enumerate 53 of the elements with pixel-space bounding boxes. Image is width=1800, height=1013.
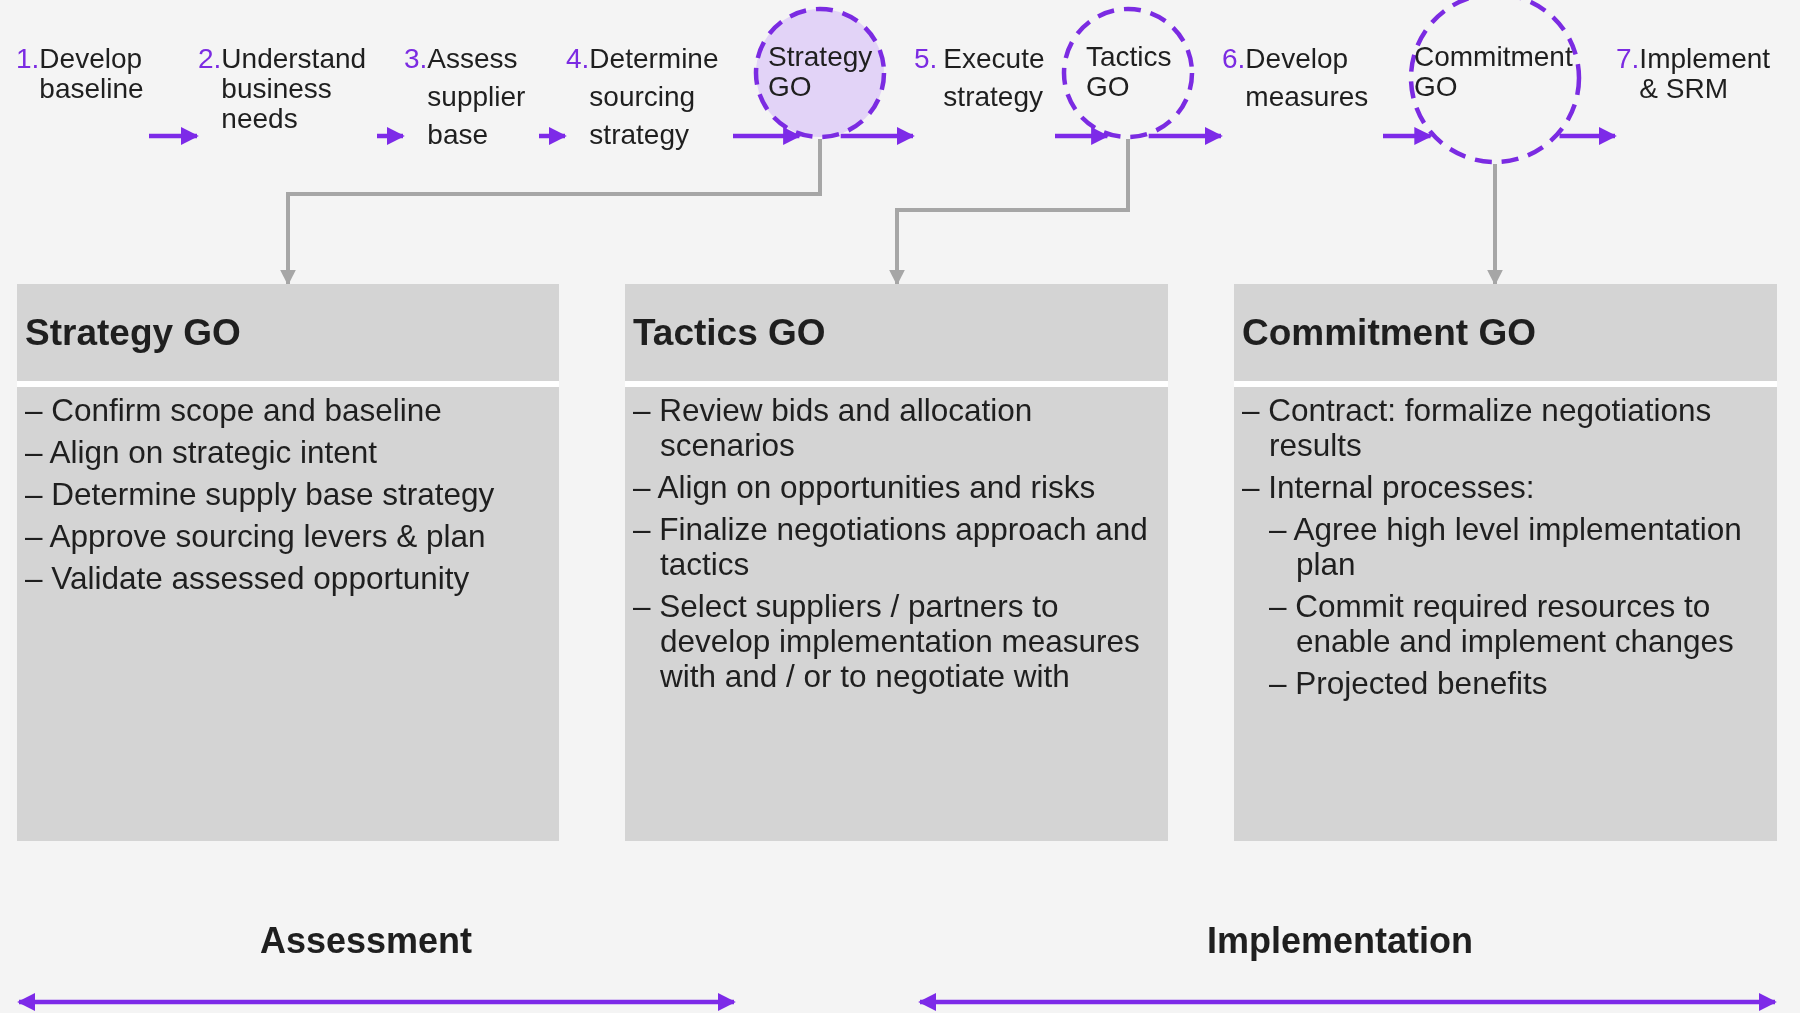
arrow <box>733 127 802 145</box>
step-label: Understand business needs <box>221 44 368 136</box>
gate-circle <box>1062 7 1194 139</box>
step-label: Assess supplier base <box>427 42 527 152</box>
phase-label: Assessment <box>259 920 473 962</box>
arrow <box>1148 127 1223 145</box>
step-number: 1. <box>16 44 40 74</box>
arrow <box>1383 127 1433 145</box>
step-number: 6. <box>1222 44 1246 74</box>
step-number: 5. <box>914 44 938 74</box>
step-label: Implement & SRM <box>1639 44 1772 104</box>
gate-label: Tactics GO <box>1086 42 1173 102</box>
arrow <box>1559 127 1617 145</box>
bullet-item: – Review bids and allocation scenarios <box>633 393 1034 463</box>
bullet-item: – Align on strategic intent <box>25 435 378 470</box>
card-heading: Commitment GO <box>1234 284 1777 387</box>
step-label: Execute strategy <box>942 42 1046 114</box>
gate-label: Strategy GO <box>768 42 874 102</box>
arrow <box>280 139 822 286</box>
bullet-item: – Select suppliers / partners to develop implementation measures with and / or to negotiate with <box>633 589 1141 694</box>
gate-label: Commitment GO <box>1414 42 1574 102</box>
arrow <box>377 127 405 145</box>
step-label: Determine sourcing strategy <box>589 42 720 152</box>
arrow <box>840 127 915 145</box>
arrow <box>149 127 199 145</box>
step-number: 3. <box>404 44 428 74</box>
gate-card <box>625 284 1168 841</box>
bullet-item: – Internal processes: <box>1242 470 1536 505</box>
arrow <box>889 139 1130 286</box>
gate-card <box>17 284 559 841</box>
arrow <box>1487 164 1503 286</box>
bullet-item: – Finalize negotiations approach and tactics <box>633 512 1149 582</box>
bullet-item: – Align on opportunities and risks <box>633 470 1097 505</box>
phase-label: Implementation <box>1207 920 1473 962</box>
card-heading: Strategy GO <box>17 284 559 387</box>
arrow <box>539 127 567 145</box>
bullet-item: – Confirm scope and baseline <box>25 393 443 428</box>
bullet-item: – Validate assessed opportunity <box>25 561 471 596</box>
step-label: Develop baseline <box>39 44 145 104</box>
step-number: 4. <box>566 44 590 74</box>
step-number: 2. <box>198 44 222 74</box>
arrow <box>1055 127 1110 145</box>
gate-circle <box>754 7 886 139</box>
gate-card <box>1234 284 1777 841</box>
bullet-item: – Determine supply base strategy <box>25 477 496 512</box>
bullet-item: – Contract: formalize negotiations results <box>1242 393 1713 463</box>
card-heading: Tactics GO <box>625 284 1168 387</box>
step-label: Develop measures <box>1245 42 1370 114</box>
bullet-item: – Approve sourcing levers & plan <box>25 519 487 554</box>
step-number: 7. <box>1616 44 1640 74</box>
bullet-item: – Projected benefits <box>1269 666 1549 701</box>
bullet-item: – Agree high level implementation plan <box>1269 512 1743 582</box>
bullet-item: – Commit required resources to enable and implement changes <box>1269 589 1735 659</box>
